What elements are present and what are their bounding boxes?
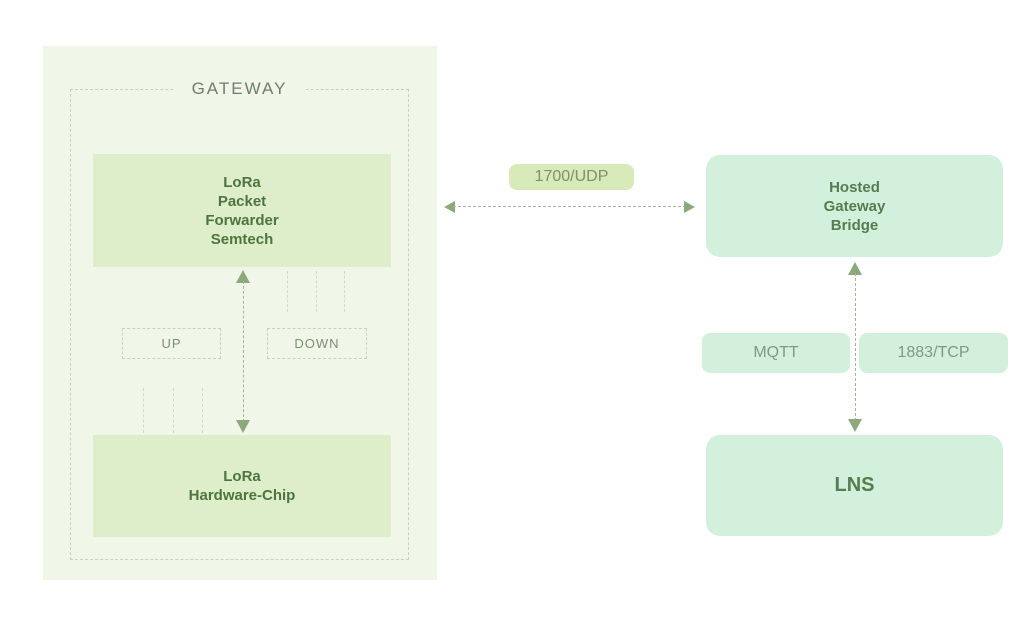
udp-port-pill: 1700/UDP: [509, 164, 634, 190]
packet-forwarder-label-line: LoRa: [223, 173, 261, 191]
arrowhead-up-icon: [848, 262, 862, 275]
hosted-gateway-bridge-label-line: Gateway: [823, 197, 886, 215]
dashed-connector-line: [173, 388, 174, 433]
arrowhead-right-icon: [684, 201, 695, 213]
hosted-gateway-bridge-label-line: Bridge: [830, 216, 879, 234]
hardware-chip-label-line: LoRa: [223, 468, 261, 485]
packet-forwarder-label-line: Semtech: [210, 230, 274, 248]
packet-forwarder-label-line: Packet: [217, 192, 267, 210]
mqtt-label: MQTT: [753, 344, 799, 361]
dashed-arrow-line: [453, 206, 686, 207]
dashed-arrow-line: [855, 273, 856, 421]
arrowhead-down-icon: [236, 420, 250, 433]
hosted-gateway-bridge-label-line: Hosted: [829, 178, 880, 196]
gateway-title: GATEWAY: [173, 79, 306, 99]
gateway-panel: GATEWAY LoRa Packet Forwarder Semtech Lo…: [43, 46, 437, 580]
gateway-bridge-arrow: [444, 201, 695, 213]
up-label-box: UP: [122, 328, 221, 359]
dashed-connector-line: [202, 388, 203, 433]
tcp-port-box: 1883/TCP: [859, 333, 1008, 373]
dashed-connector-line: [344, 271, 345, 312]
packet-forwarder-label-line: Forwarder: [205, 211, 279, 229]
tcp-port-label: 1883/TCP: [897, 344, 970, 361]
dashed-connector-line: [316, 271, 317, 312]
arrowhead-up-icon: [236, 270, 250, 283]
dashed-connector-line: [143, 388, 144, 433]
udp-port-label: 1700/UDP: [534, 168, 609, 185]
arrowhead-left-icon: [444, 201, 455, 213]
hardware-chip-node: LoRa Hardware-Chip: [93, 435, 391, 537]
down-label-box: DOWN: [267, 328, 367, 359]
bridge-lns-arrow: [848, 262, 862, 432]
packet-forwarder-hardware-arrow: [236, 270, 250, 433]
hardware-chip-label-line: Hardware-Chip: [188, 487, 296, 504]
dashed-arrow-line: [243, 281, 244, 422]
lns-label: LNS: [834, 474, 875, 496]
hosted-gateway-bridge-node: Hosted Gateway Bridge: [706, 155, 1003, 257]
packet-forwarder-node: LoRa Packet Forwarder Semtech: [93, 154, 391, 267]
up-label: UP: [161, 336, 182, 351]
dashed-connector-line: [287, 271, 288, 312]
arrowhead-down-icon: [848, 419, 862, 432]
down-label: DOWN: [294, 336, 340, 351]
mqtt-protocol-box: MQTT: [702, 333, 850, 373]
gateway-dashed-boundary: GATEWAY: [70, 79, 409, 560]
lns-node: LNS: [706, 435, 1003, 536]
